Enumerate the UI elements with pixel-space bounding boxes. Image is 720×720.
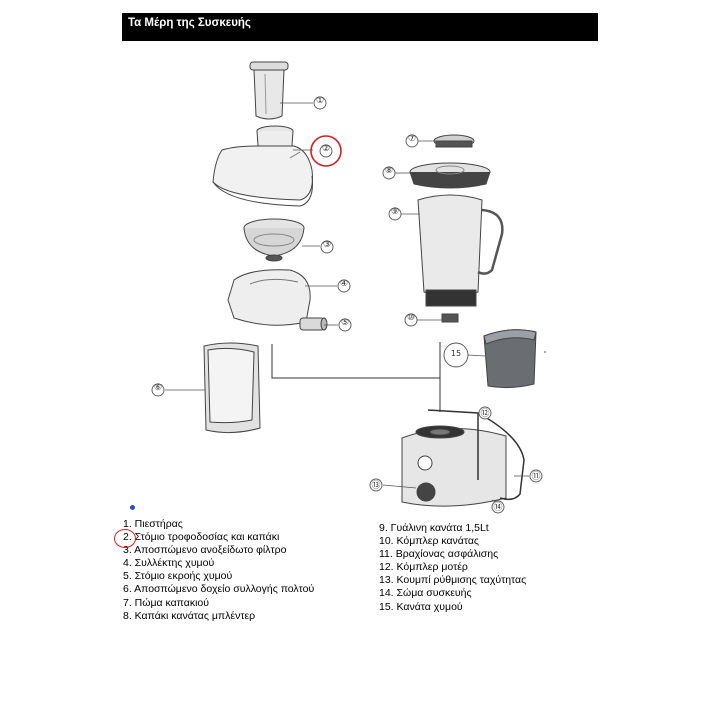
highlight-ring <box>310 135 342 167</box>
juice-collector-illustration <box>227 269 328 331</box>
list-item: 12. Κόμπλερ μοτέρ <box>379 561 468 574</box>
bullet-dot <box>130 505 135 510</box>
lid-cap-illustration <box>433 134 475 148</box>
list-item: 13. Κουμπί ρύθμισης ταχύτητας <box>379 574 527 587</box>
glass-jug-illustration <box>417 194 504 307</box>
page-title: Τα Μέρη της Συσκευής <box>128 17 251 29</box>
list-item: 8. Καπάκι κανάτας μπλέντερ <box>123 609 256 622</box>
pusher-illustration <box>249 61 289 120</box>
jug-coupler-illustration <box>441 313 459 323</box>
parts-list-left: 1. Πιεστήρας 2. Στόμιο τροφοδοσίας και κ… <box>123 518 314 623</box>
feed-chute-lid-illustration <box>212 125 313 207</box>
list-item: 10. Κόμπλερ κανάτας <box>379 535 479 548</box>
list-item: 15. Κανάτα χυμού <box>379 600 463 613</box>
pulp-container-illustration <box>203 342 261 434</box>
list-item: 3. Αποσπώμενο ανοξείδωτο φίλτρο <box>123 544 287 557</box>
list-item: 6. Αποσπώμενο δοχείο συλλογής πολτού <box>123 583 315 596</box>
list-item: 9. Γυάλινη κανάτα 1,5Lt <box>379 522 489 534</box>
list-item: 2. Στόμιο τροφοδοσίας και καπάκι <box>123 531 280 544</box>
list-item: 14. Σώμα συσκευής <box>379 587 472 600</box>
filter-illustration <box>243 218 305 262</box>
list-item: 11. Βραχίονας ασφάλισης <box>379 548 499 561</box>
list-item: 1. Πιεστήρας <box>123 518 183 530</box>
list-item: 4. Συλλέκτης χυμού <box>123 557 215 570</box>
blender-lid-illustration <box>409 162 491 189</box>
list-item: 7. Πώμα καπακιού <box>123 596 210 609</box>
juice-jug-illustration <box>483 329 537 389</box>
list-item: 5. Στόμιο εκροής χυμού <box>123 570 233 583</box>
header-bar: Τα Μέρη της Συσκευής <box>122 13 598 41</box>
highlight-ring-list <box>114 529 136 548</box>
parts-list-right: 9. Γυάλινη κανάτα 1,5Lt 10. Κόμπλερ κανά… <box>379 522 526 614</box>
motor-base-illustration <box>401 409 525 507</box>
